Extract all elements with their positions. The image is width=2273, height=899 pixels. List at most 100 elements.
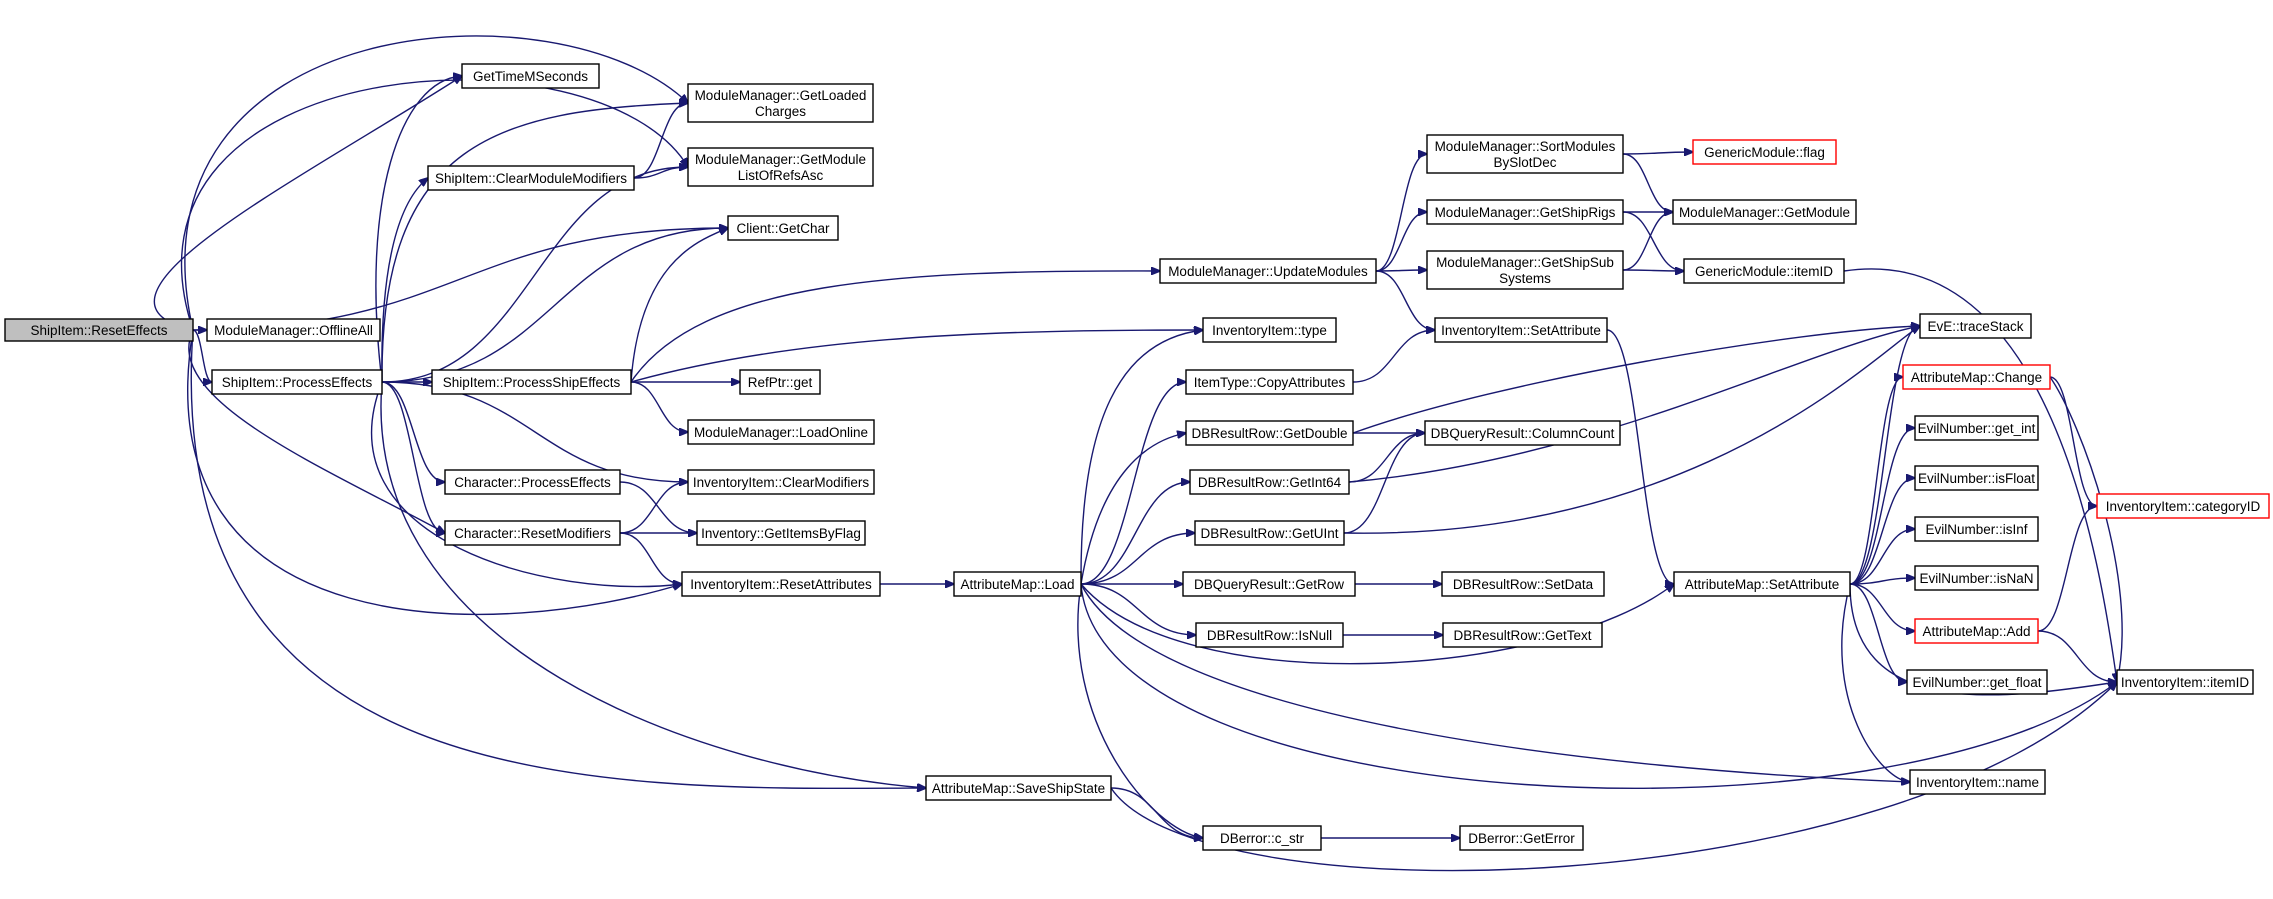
node-label: InventoryItem::ClearModifiers [693, 475, 870, 490]
function-node[interactable]: ShipItem::ProcessShipEffects [431, 369, 632, 395]
node-label: DBResultRow::GetDouble [1191, 426, 1347, 441]
function-node[interactable]: DBQueryResult::ColumnCount [1424, 420, 1621, 446]
function-node[interactable]: GetTimeMSeconds [461, 63, 600, 89]
function-node[interactable]: InventoryItem::ClearModifiers [687, 469, 875, 495]
function-node[interactable]: InventoryItem::SetAttribute [1434, 317, 1608, 343]
call-edge [1849, 578, 1915, 585]
node-label: DBResultRow::GetInt64 [1198, 475, 1342, 490]
function-node[interactable]: InventoryItem::type [1202, 317, 1337, 343]
call-edge [633, 103, 688, 179]
function-node[interactable]: ModuleManager::GetShipRigs [1426, 199, 1624, 225]
function-node[interactable]: DBerror::c_str [1202, 825, 1322, 851]
node-label: ItemType::CopyAttributes [1194, 375, 1346, 390]
call-edge [1622, 153, 1673, 212]
node-box [1914, 465, 2039, 491]
function-node[interactable]: InventoryItem::categoryID [2096, 493, 2270, 519]
node-label: AttributeMap::Add [1922, 624, 2030, 639]
function-node[interactable]: Character::ProcessEffects [444, 469, 621, 495]
function-node[interactable]: DBResultRow::SetData [1441, 571, 1605, 597]
function-node[interactable]: EvilNumber::get_int [1914, 415, 2039, 441]
function-node[interactable]: DBQueryResult::GetRow [1182, 571, 1356, 597]
node-box [1182, 571, 1356, 597]
call-edge [1375, 212, 1427, 272]
function-node[interactable]: AttributeMap::Change [1902, 364, 2051, 390]
node-box [1914, 516, 2039, 542]
function-node[interactable]: ShipItem::ProcessEffects [211, 369, 383, 395]
function-node[interactable]: DBResultRow::GetDouble [1185, 420, 1354, 446]
call-edge [180, 79, 688, 331]
node-box [444, 520, 621, 546]
node-label: DBQueryResult::ColumnCount [1431, 426, 1615, 441]
function-node[interactable]: AttributeMap::SaveShipState [925, 775, 1112, 801]
function-nodes: ShipItem::ResetEffects GetTimeMSecondsMod… [4, 63, 2270, 851]
function-node[interactable]: InventoryItem::name [1909, 769, 2046, 795]
function-node[interactable]: EvilNumber::get_float [1906, 669, 2048, 695]
function-node[interactable]: EvE::traceStack [1919, 313, 2032, 339]
node-box [1426, 134, 1624, 174]
node-box [739, 369, 821, 395]
function-node[interactable]: ShipItem::ClearModuleModifiers [427, 165, 635, 191]
node-label: EvilNumber::isFloat [1918, 471, 2035, 486]
function-node[interactable]: EvilNumber::isNaN [1914, 565, 2039, 591]
function-node[interactable]: Client::GetChar [727, 215, 839, 241]
call-edge [1080, 330, 1203, 585]
function-node[interactable]: ItemType::CopyAttributes [1185, 369, 1354, 395]
function-node[interactable]: InventoryItem::itemID [2116, 669, 2254, 695]
call-edge [190, 329, 926, 788]
node-box [925, 775, 1112, 801]
function-node[interactable]: RefPtr::get [739, 369, 821, 395]
node-box [1683, 258, 1845, 284]
node-label: Character::ResetModifiers [454, 526, 611, 541]
node-box [1441, 571, 1605, 597]
function-node[interactable]: DBResultRow::GetUInt [1194, 520, 1345, 546]
call-edge [2049, 376, 2122, 682]
call-edge [381, 381, 445, 533]
call-edge [188, 329, 445, 533]
function-node[interactable]: InventoryItem::ResetAttributes [681, 571, 881, 597]
call-edge [630, 271, 1160, 383]
node-box [211, 369, 383, 395]
function-node[interactable]: ModuleManager::GetModule [1672, 199, 1857, 225]
call-edge [1375, 154, 1427, 272]
function-node[interactable]: EvilNumber::isInf [1914, 516, 2039, 542]
call-edge [1375, 270, 1427, 271]
node-label: AttributeMap::SetAttribute [1685, 577, 1840, 592]
call-edge [1348, 326, 1920, 483]
function-node[interactable]: AttributeMap::Load [953, 571, 1082, 597]
node-box [2116, 669, 2254, 695]
function-node[interactable]: DBerror::GetError [1459, 825, 1584, 851]
node-box [431, 369, 632, 395]
function-node[interactable]: DBResultRow::IsNull [1195, 622, 1344, 648]
node-label: ModuleManager::GetModule [695, 152, 866, 167]
function-node[interactable]: ModuleManager::LoadOnline [687, 419, 875, 445]
node-box [1914, 565, 2039, 591]
node-box [1185, 420, 1354, 446]
node-label: InventoryItem::name [1916, 775, 2039, 790]
function-node[interactable]: Character::ResetModifiers [444, 520, 621, 546]
root-function-node: ShipItem::ResetEffects [4, 318, 194, 342]
node-label: ModuleManager::GetShipSub [1436, 255, 1614, 270]
function-node[interactable]: Inventory::GetItemsByFlag [696, 520, 866, 546]
node-box [1426, 199, 1624, 225]
function-node[interactable]: ModuleManager::OfflineAll [206, 318, 381, 342]
node-label: ShipItem::ProcessShipEffects [443, 375, 621, 390]
node-box [4, 318, 194, 342]
function-node[interactable]: ModuleManager::UpdateModules [1159, 258, 1377, 284]
call-edge [2037, 630, 2117, 682]
call-edge [633, 167, 688, 179]
function-node[interactable]: GenericModule::itemID [1683, 258, 1845, 284]
function-node[interactable]: DBResultRow::GetInt64 [1189, 469, 1350, 495]
node-label: GetTimeMSeconds [473, 69, 588, 84]
node-label: InventoryItem::type [1212, 323, 1327, 338]
function-node[interactable]: AttributeMap::SetAttribute [1673, 571, 1851, 597]
function-node[interactable]: DBResultRow::GetText [1442, 622, 1603, 648]
function-node[interactable]: GenericModule::flag [1692, 139, 1837, 165]
node-label: RefPtr::get [748, 375, 813, 390]
function-node[interactable]: AttributeMap::Add [1914, 618, 2039, 644]
function-node[interactable]: EvilNumber::isFloat [1914, 465, 2039, 491]
